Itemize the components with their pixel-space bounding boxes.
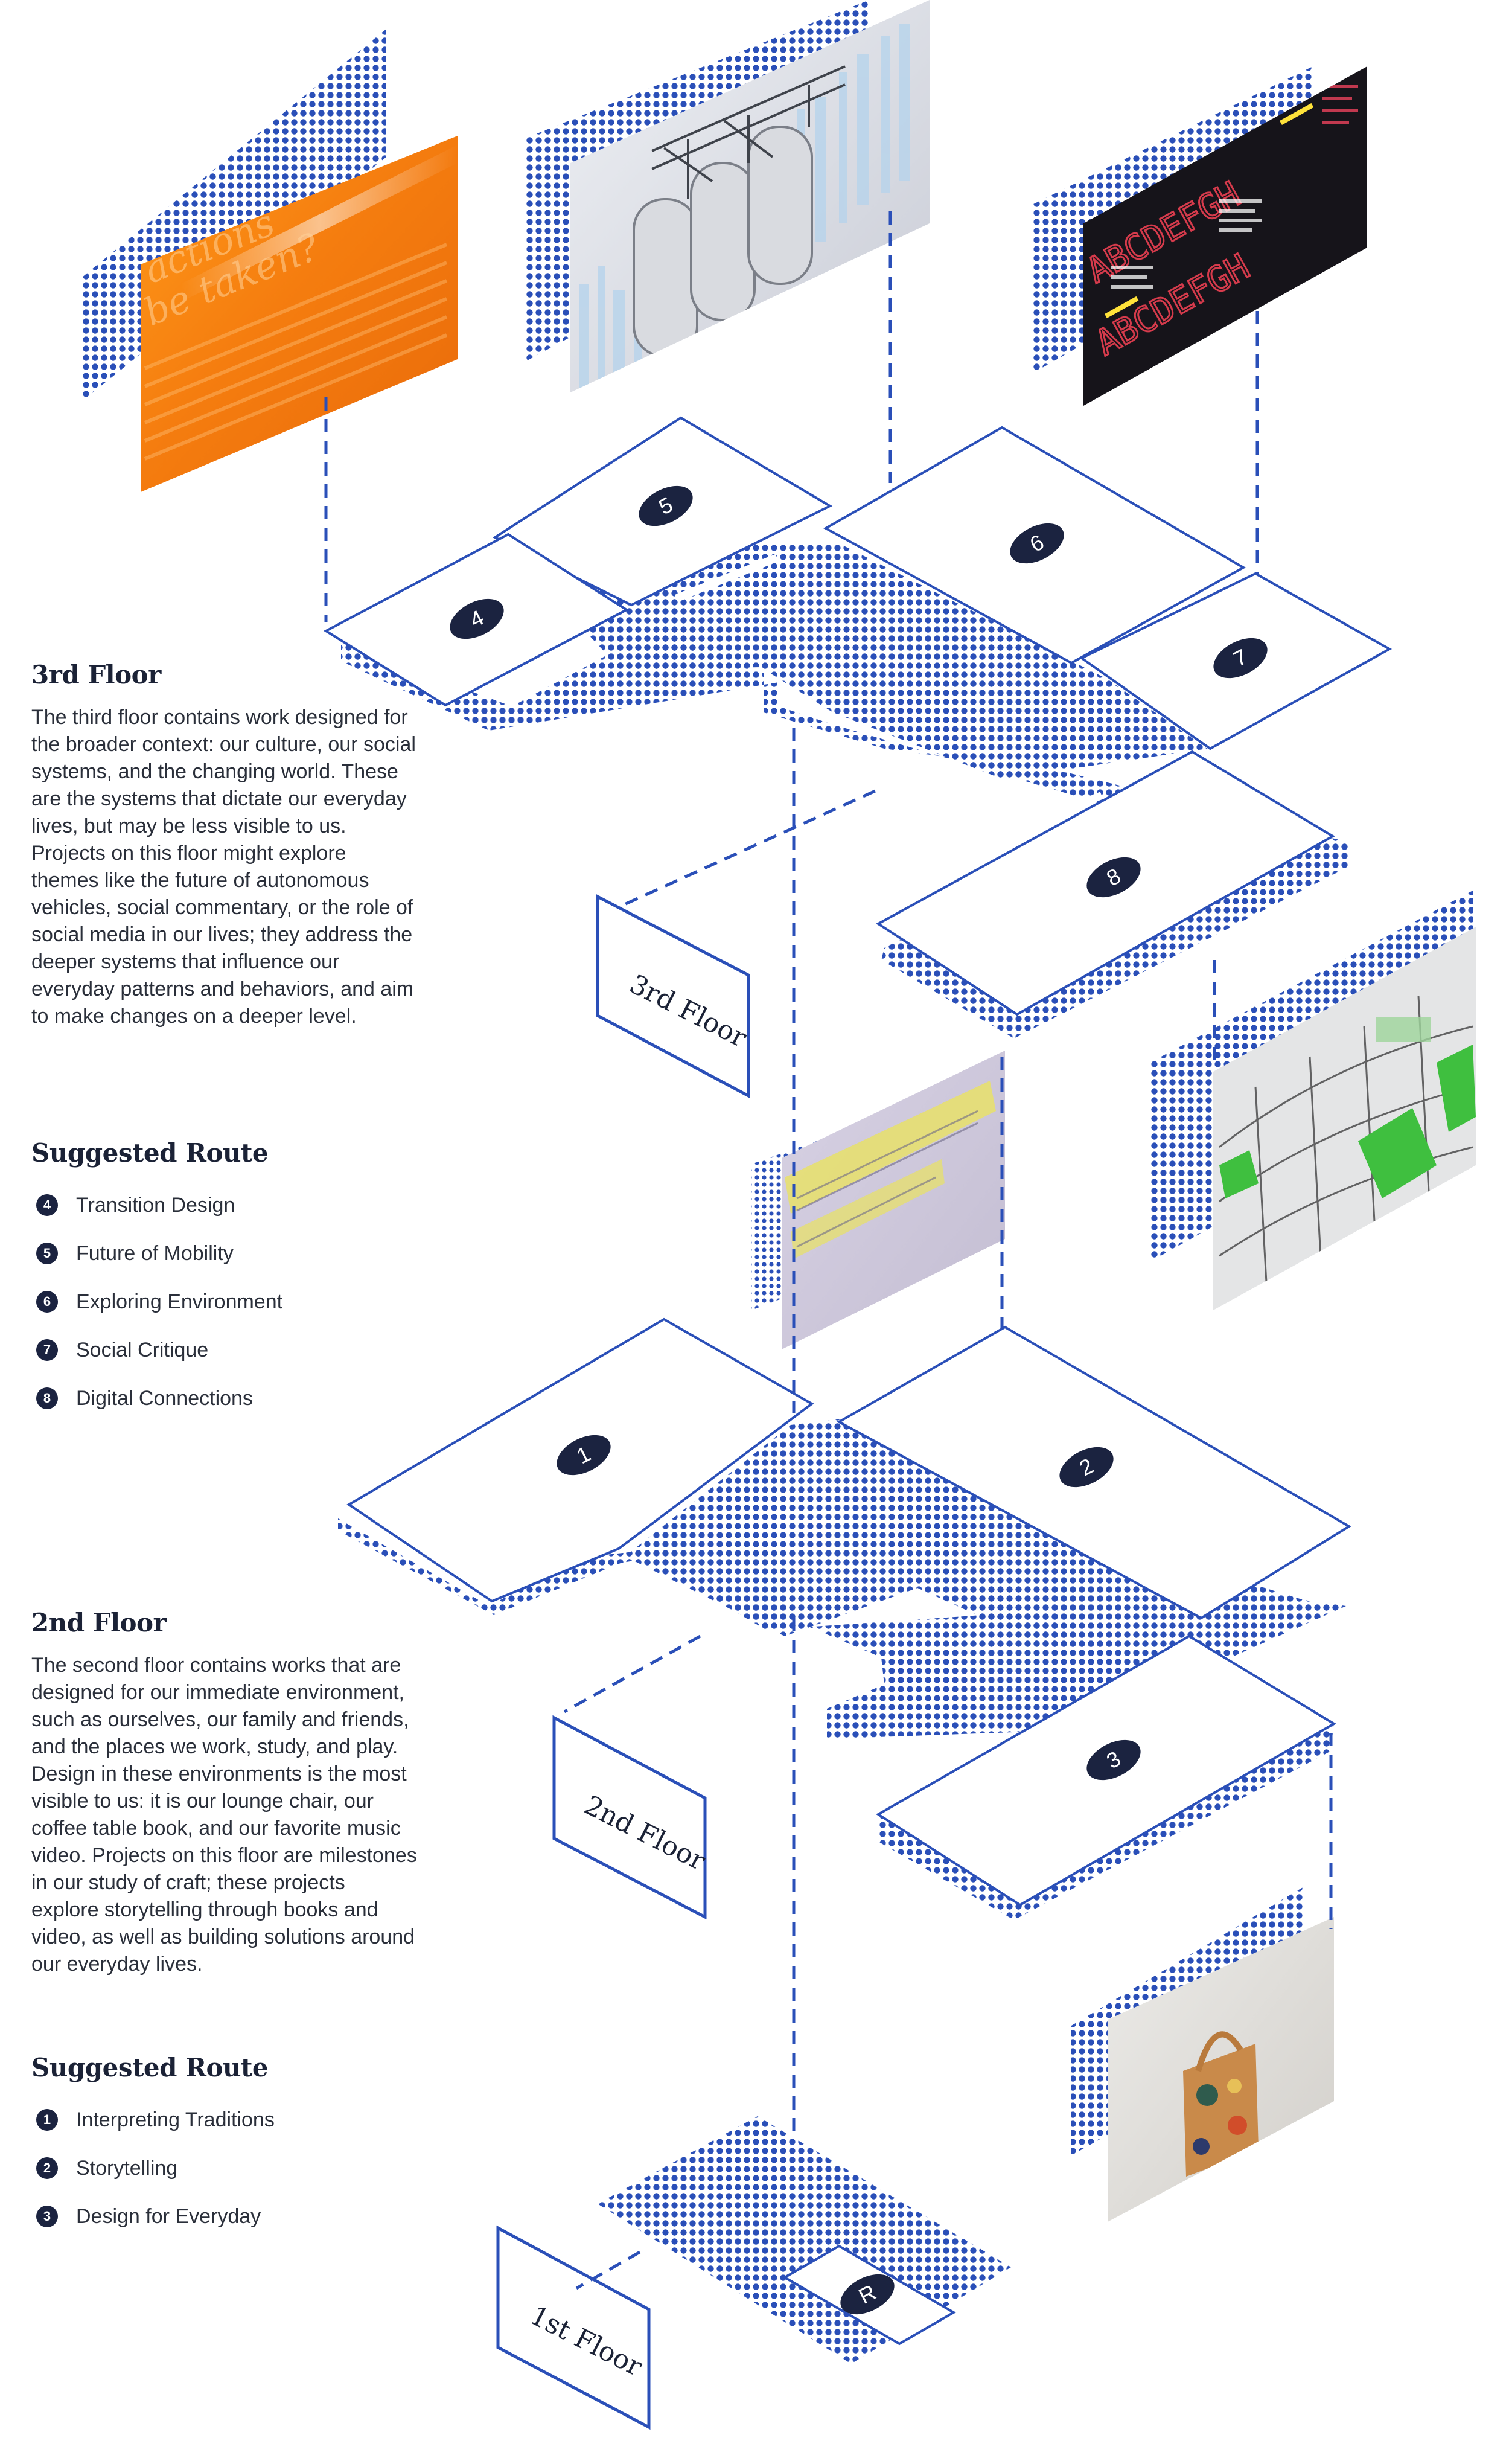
second-floor-route-heading: Suggested Route [31, 2053, 269, 2082]
project-image-wire-sculpture [1150, 891, 1476, 1310]
room-marker-7[interactable]: 7 [1207, 630, 1274, 686]
first-floor-sign: 1st Floor [496, 2225, 651, 2430]
route-item-label: Exploring Environment [76, 1290, 283, 1313]
second-floor-route: Suggested Route 1 Interpreting Traditions… [31, 2053, 418, 2241]
route-item-label: Design for Everyday [76, 2204, 261, 2228]
third-floor-plan [323, 416, 1393, 1038]
route-item-label: Interpreting Traditions [76, 2108, 275, 2131]
route-item[interactable]: 8 Digital Connections [31, 1374, 418, 1422]
third-floor-sign: 3rd Floor [596, 894, 752, 1099]
room-marker-2[interactable]: 2 [1053, 1439, 1120, 1495]
route-item[interactable]: 3 Design for Everyday [31, 2192, 418, 2241]
room-marker-1[interactable]: 1 [550, 1427, 617, 1483]
third-floor-description: The third floor contains work designed f… [31, 706, 416, 1028]
second-floor-plan [338, 1317, 1351, 1920]
room-marker-8[interactable]: 8 [1080, 849, 1147, 905]
third-floor-route: Suggested Route 4 Transition Design 5 Futu… [31, 1138, 418, 1422]
project-image-5 [524, 0, 930, 392]
project-image-highlighted-paper [751, 1051, 1005, 1349]
third-floor-info: 3rd Floor The third floor contains work … [31, 660, 418, 1030]
route-number-badge: 2 [36, 2157, 58, 2179]
third-floor-heading: 3rd Floor [31, 660, 161, 690]
route-item[interactable]: 7 Social Critique [31, 1326, 418, 1374]
route-item-label: Digital Connections [76, 1386, 253, 1410]
route-number-badge: 4 [36, 1194, 58, 1216]
route-item[interactable]: 4 Transition Design [31, 1181, 418, 1229]
route-item[interactable]: 1 Interpreting Traditions [31, 2096, 418, 2144]
room-marker-3[interactable]: 3 [1080, 1732, 1147, 1788]
route-item-label: Storytelling [76, 2156, 178, 2180]
route-item-label: Future of Mobility [76, 1241, 234, 1265]
project-image-paper-bag [1071, 1887, 1334, 2222]
route-number-badge: 8 [36, 1387, 58, 1409]
room-marker-r[interactable]: R [834, 2266, 901, 2322]
route-number-badge: 6 [36, 1291, 58, 1313]
route-number-badge: 1 [36, 2109, 58, 2131]
route-item-label: Transition Design [76, 1193, 235, 1217]
route-number-badge: 5 [36, 1243, 58, 1264]
room-marker-6[interactable]: 6 [1004, 515, 1071, 571]
route-item[interactable]: 5 Future of Mobility [31, 1229, 418, 1278]
project-image-4: actions be taken? [81, 29, 458, 492]
room-marker-4[interactable]: 4 [444, 590, 511, 647]
route-number-badge: 7 [36, 1339, 58, 1361]
room-marker-5[interactable]: 5 [633, 478, 700, 534]
second-floor-description: The second floor contains works that are… [31, 1654, 417, 1976]
second-floor-info: 2nd Floor The second floor contains work… [31, 1608, 418, 1978]
third-floor-route-heading: Suggested Route [31, 1138, 269, 1168]
second-floor-heading: 2nd Floor [31, 1608, 167, 1637]
route-item[interactable]: 2 Storytelling [31, 2144, 418, 2192]
dashed-connectors [324, 211, 1333, 2290]
route-number-badge: 3 [36, 2206, 58, 2227]
first-floor-plan [598, 2116, 1011, 2364]
route-item[interactable]: 6 Exploring Environment [31, 1278, 418, 1326]
third-floor-route-list: 4 Transition Design 5 Future of Mobility 6… [31, 1181, 418, 1422]
second-floor-route-list: 1 Interpreting Traditions 2 Storytelling 3… [31, 2096, 418, 2241]
route-item-label: Social Critique [76, 1338, 209, 1362]
project-image-6: ABCDEFGH ABCDEFGH [1031, 66, 1367, 406]
second-floor-sign: 2nd Floor [552, 1715, 710, 1920]
